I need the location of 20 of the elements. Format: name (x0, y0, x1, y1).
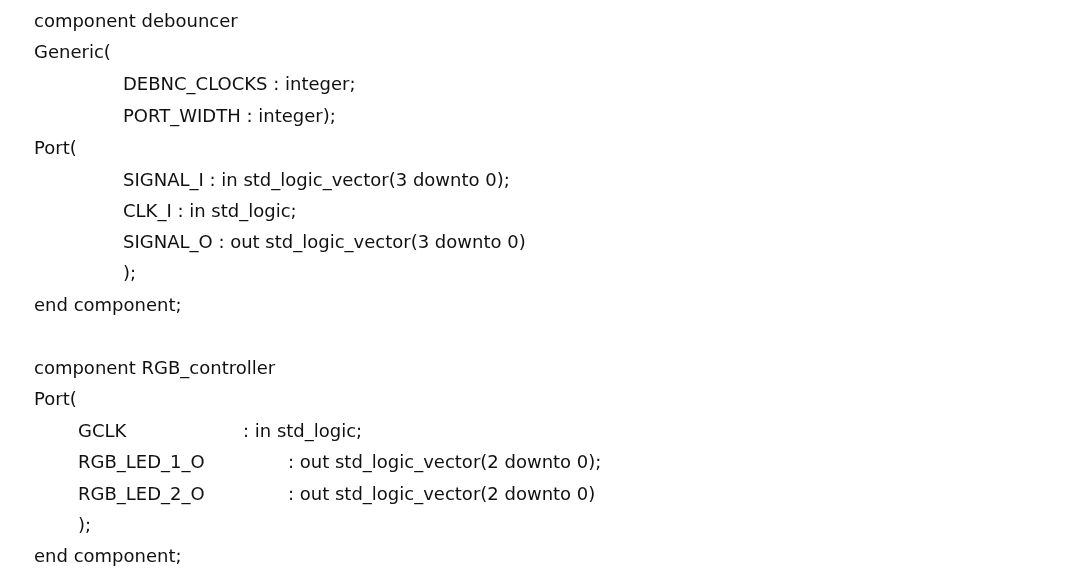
code-line: Port( (34, 387, 77, 411)
code-line: Port( (34, 136, 77, 160)
code-line: SIGNAL_I : in std_logic_vector(3 downto 0); (123, 168, 510, 192)
code-line: PORT_WIDTH : integer); (123, 104, 336, 128)
code-line: GCLK (78, 419, 127, 443)
code-line: CLK_I : in std_logic; (123, 199, 297, 223)
code-line: : out std_logic_vector(2 downto 0) (288, 482, 596, 506)
code-line: SIGNAL_O : out std_logic_vector(3 downto 0) (123, 230, 526, 254)
code-line: : out std_logic_vector(2 downto 0); (288, 450, 602, 474)
code-line: DEBNC_CLOCKS : integer; (123, 72, 356, 96)
code-line: component debouncer (34, 9, 238, 33)
code-line: end component; (34, 293, 182, 317)
code-line: RGB_LED_1_O (78, 450, 205, 474)
code-line: : in std_logic; (243, 419, 363, 443)
code-line: end component; (34, 544, 182, 568)
code-line: ); (78, 513, 92, 537)
code-line: ); (123, 261, 137, 285)
code-line: Generic( (34, 40, 111, 64)
code-line: component RGB_controller (34, 356, 276, 380)
code-line: RGB_LED_2_O (78, 482, 205, 506)
